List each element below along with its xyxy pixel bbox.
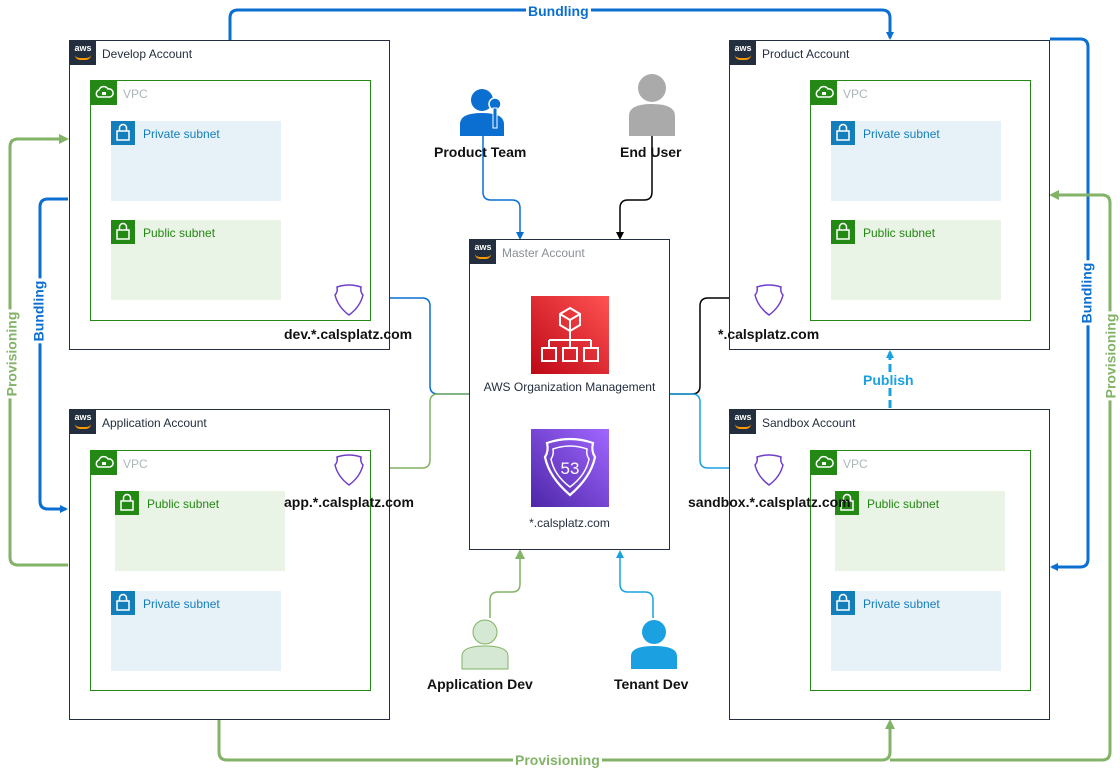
user-icon [627,72,677,141]
product-team-label: Product Team [434,144,527,160]
vpc-group: VPC Private subnet Public subnet [810,80,1031,321]
lock-icon [115,491,139,515]
sandbox-domain-label: sandbox.*.calsplatz.com [688,494,851,510]
organization-label: AWS Organization Management [483,380,656,394]
master-to-app-domain-arrow [365,393,470,473]
account-title: Application Account [102,416,207,430]
vpc-label: VPC [123,87,148,101]
public-subnet: Public subnet [115,491,285,571]
tenant-dev-arrow [616,550,654,618]
account-title: Sandbox Account [762,416,856,430]
vpc-group: VPC Private subnet Public subnet [90,80,371,321]
account-title: Master Account [502,246,585,260]
prod-domain-label: *.calsplatz.com [718,326,820,342]
account-title: Develop Account [102,47,193,61]
application-dev-label: Application Dev [427,676,533,692]
subnet-label: Public subnet [863,226,936,240]
account-title: Product Account [762,47,850,61]
lock-icon [831,220,855,244]
vpc-label: VPC [123,457,148,471]
vpc-group: VPC Public subnet Private subnet [90,450,371,691]
aws-logo-icon: aws [470,240,496,264]
lock-icon [835,491,859,515]
sandbox-account: aws Sandbox Account VPC Public subnet Pr… [729,409,1050,720]
private-subnet: Private subnet [111,591,281,671]
master-account: aws Master Account AWS Organization Mana… [469,239,670,550]
bundling-top-label: Bundling [526,3,591,19]
vpc-group: VPC Public subnet Private subnet [810,450,1031,691]
application-dev-arrow [489,549,525,618]
shield-icon [331,282,367,323]
shield-icon [751,282,787,323]
public-subnet: Public subnet [835,491,1005,571]
subnet-label: Public subnet [867,497,940,511]
provisioning-arrow-right [890,190,1112,762]
master-to-dev-domain-arrow [366,294,470,395]
user-icon [629,618,679,675]
shield-icon [751,452,787,493]
private-subnet: Private subnet [831,591,1001,671]
subnet-label: Public subnet [147,497,220,511]
subnet-label: Private subnet [863,127,940,141]
aws-logo-icon: aws [70,41,96,65]
tenant-dev-label: Tenant Dev [614,676,689,692]
cloud-icon [811,451,837,475]
lock-icon [831,591,855,615]
product-team-arrow [482,135,524,240]
vpc-label: VPC [843,457,868,471]
user-key-icon [458,86,508,141]
vpc-label: VPC [843,87,868,101]
private-subnet: Private subnet [831,121,1001,201]
subnet-label: Private subnet [143,597,220,611]
bundling-arrow-left [38,197,68,513]
private-subnet: Private subnet [111,121,281,201]
aws-logo-icon: aws [730,41,756,65]
publish-label: Publish [861,372,916,388]
route53-number: 53 [561,459,580,478]
public-subnet: Public subnet [831,220,1001,300]
route53-icon: 53 [531,429,609,512]
bundling-right-label: Bundling [1078,260,1095,326]
dev-domain-label: dev.*.calsplatz.com [284,326,413,342]
master-to-sandbox-domain-arrow [670,393,750,472]
cloud-icon [811,81,837,105]
public-subnet: Public subnet [111,220,281,300]
route53-domain-label: *.calsplatz.com [529,516,610,530]
aws-logo-icon: aws [70,410,96,434]
cloud-icon [91,81,117,105]
master-to-prod-domain-arrow [670,294,750,395]
product-account: aws Product Account VPC Private subnet P… [729,40,1050,350]
subnet-label: Private subnet [143,127,220,141]
cloud-icon [91,451,117,475]
lock-icon [111,591,135,615]
shield-icon [331,452,367,493]
subnet-label: Private subnet [863,597,940,611]
end-user-label: End User [620,144,682,160]
lock-icon [111,220,135,244]
end-user-arrow [616,135,653,240]
bundling-left-label: Bundling [30,278,47,344]
aws-logo-icon: aws [730,410,756,434]
subnet-label: Public subnet [143,226,216,240]
app-domain-label: app.*.calsplatz.com [284,494,414,510]
provisioning-left-label: Provisioning [3,309,20,399]
lock-icon [111,121,135,145]
lock-icon [831,121,855,145]
provisioning-bottom-label: Provisioning [513,752,602,768]
user-icon [460,618,510,675]
organizations-icon [531,296,609,379]
provisioning-right-label: Provisioning [1102,311,1119,401]
